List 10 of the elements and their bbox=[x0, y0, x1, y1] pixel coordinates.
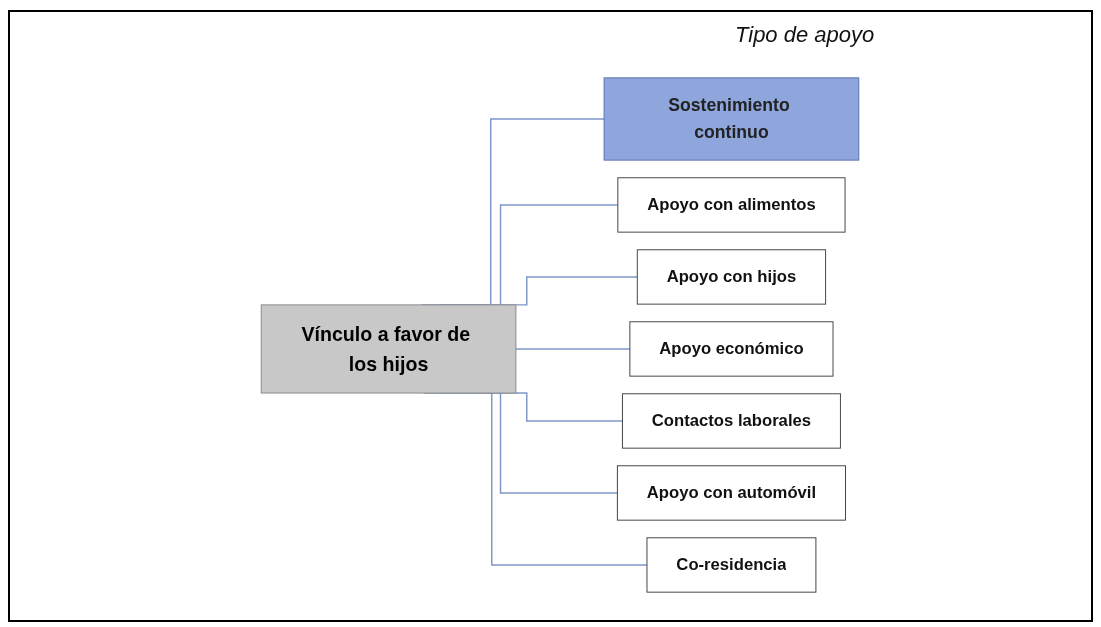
node-box: Contactos laborales bbox=[621, 393, 841, 449]
node-box: Apoyo con automóvil bbox=[616, 465, 846, 521]
heading-label: Tipo de apoyo bbox=[735, 22, 875, 48]
node-box: Apoyo con alimentos bbox=[617, 177, 846, 233]
node-box: Sostenimiento continuo bbox=[603, 77, 860, 161]
connector bbox=[515, 348, 631, 350]
node-box: Apoyo con hijos bbox=[636, 249, 827, 305]
node-box: Apoyo económico bbox=[629, 321, 834, 377]
node-box: Vínculo a favor de los hijos bbox=[260, 304, 517, 394]
node-box: Co-residencia bbox=[646, 537, 817, 593]
